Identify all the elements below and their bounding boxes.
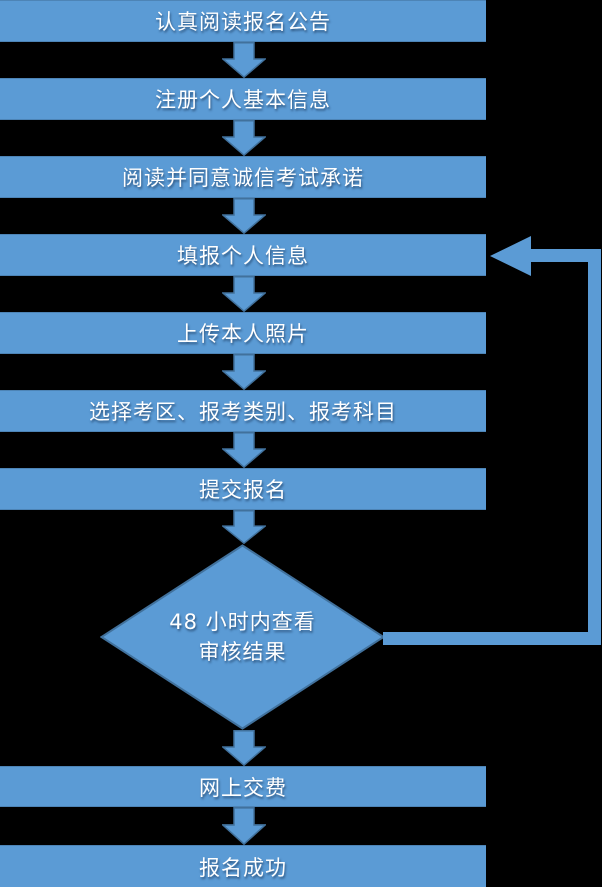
step-label: 选择考区、报考类别、报考科目 [89, 400, 397, 424]
step-read-announcement: 认真阅读报名公告 [0, 0, 486, 42]
decision-label-line2: 审核结果 [198, 640, 287, 664]
step-label: 报名成功 [199, 855, 287, 880]
step-agree-integrity-pledge: 阅读并同意诚信考试承诺 [0, 156, 486, 198]
step-label: 上传本人照片 [177, 322, 309, 346]
diamond-shape [100, 544, 385, 730]
feedback-line-bottom [383, 632, 601, 645]
step-fill-personal-info: 填报个人信息 [0, 234, 486, 276]
down-arrow-icon [222, 354, 266, 390]
step-label: 阅读并同意诚信考试承诺 [122, 166, 364, 190]
step-register-basic-info: 注册个人基本信息 [0, 78, 486, 120]
step-label: 提交报名 [199, 478, 287, 502]
step-online-payment: 网上交费 [0, 766, 486, 807]
feedback-line-top [531, 249, 601, 262]
down-arrow-icon [222, 120, 266, 156]
down-arrow-icon [222, 730, 266, 766]
down-arrow-icon [222, 276, 266, 312]
step-registration-success: 报名成功 [0, 845, 486, 887]
decision-label: 48 小时内查看 审核结果 [100, 544, 385, 730]
decision-check-review-result: 48 小时内查看 审核结果 [100, 544, 385, 730]
step-upload-photo: 上传本人照片 [0, 312, 486, 354]
feedback-line-vertical [588, 249, 601, 645]
step-submit-registration: 提交报名 [0, 468, 486, 510]
down-arrow-icon [222, 510, 266, 544]
feedback-left-arrow-icon [490, 236, 531, 276]
step-label: 认真阅读报名公告 [155, 10, 331, 34]
step-label: 填报个人信息 [177, 244, 309, 268]
down-arrow-icon [222, 42, 266, 78]
step-label: 网上交费 [199, 775, 287, 800]
down-arrow-icon [222, 198, 266, 234]
down-arrow-icon [222, 807, 266, 845]
step-select-exam-options: 选择考区、报考类别、报考科目 [0, 390, 486, 432]
step-label: 注册个人基本信息 [155, 88, 331, 112]
down-arrow-icon [222, 432, 266, 468]
decision-label-line1: 48 小时内查看 [169, 610, 316, 634]
